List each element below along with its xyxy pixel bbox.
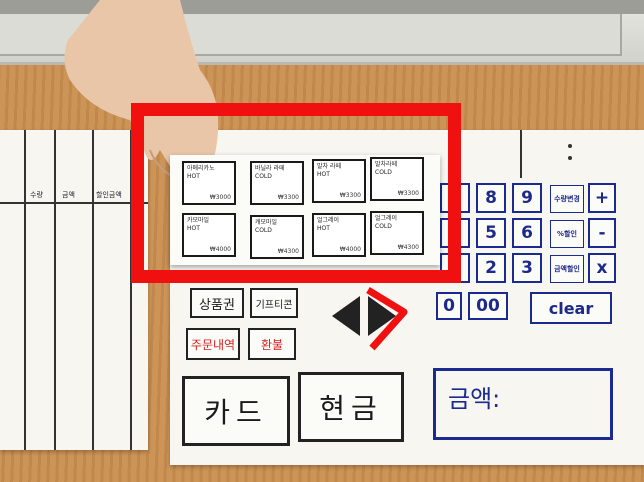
receipt-header-amount: 금액 — [62, 191, 75, 199]
menu-item-price: ₩4000 — [209, 246, 231, 253]
menu-item-temp: HOT — [317, 225, 330, 232]
menu-item-name: 말차 라떼 — [317, 163, 341, 170]
receipt-header-discount: 할인금액 — [96, 191, 122, 199]
receipt-header-qty: 수량 — [30, 191, 43, 199]
menu-item[interactable]: 캐모마일 COLD ₩4300 — [250, 215, 304, 259]
receipt-column-line — [54, 130, 56, 450]
key-9[interactable]: 9 — [512, 183, 542, 213]
key-8[interactable]: 8 — [476, 183, 506, 213]
menu-item-temp: HOT — [317, 171, 330, 178]
highlight-box — [131, 103, 461, 283]
percent-discount-button[interactable]: %할인 — [550, 220, 584, 248]
menu-item-name: 카모마일 — [187, 217, 210, 224]
menu-card: 아메리카노 HOT ₩3000 바닐라 라떼 COLD ₩3300 말차 라떼 … — [170, 155, 440, 265]
menu-item[interactable]: 말차라떼 COLD ₩3300 — [370, 157, 424, 201]
key-5[interactable]: 5 — [476, 218, 506, 248]
key-2[interactable]: 2 — [476, 253, 506, 283]
menu-item[interactable]: 아메리카노 HOT ₩3000 — [182, 161, 236, 205]
key-0[interactable]: 0 — [436, 292, 462, 320]
menu-item-price: ₩3300 — [397, 190, 419, 197]
receipt-column-line — [24, 130, 26, 450]
menu-item-name: 얼그레이 — [375, 215, 398, 222]
voucher-button[interactable]: 상품권 — [190, 288, 244, 318]
menu-item-price: ₩4000 — [339, 246, 361, 253]
menu-item-name: 아메리카노 — [187, 165, 215, 172]
menu-item[interactable]: 말차 라떼 HOT ₩3300 — [312, 159, 366, 203]
menu-item-price: ₩3300 — [277, 194, 299, 201]
cash-payment-button[interactable]: 현금 — [298, 372, 404, 442]
clear-button[interactable]: clear — [530, 292, 612, 324]
refund-button[interactable]: 환불 — [248, 328, 296, 360]
key-6[interactable]: 6 — [512, 218, 542, 248]
qty-change-button[interactable]: 수량변경 — [550, 185, 584, 213]
receipt-sheet: 수량 금액 할인금액 — [0, 130, 148, 450]
key-plus[interactable]: + — [588, 183, 616, 213]
menu-item-name: 말차라떼 — [375, 161, 398, 168]
card-payment-button[interactable]: 카드 — [182, 376, 290, 446]
menu-item[interactable]: 바닐라 라떼 COLD ₩3300 — [250, 161, 304, 205]
previous-page-arrow-icon[interactable] — [332, 296, 360, 336]
menu-item-price: ₩4300 — [397, 244, 419, 251]
menu-item-price: ₩4300 — [277, 248, 299, 255]
receipt-column-line — [130, 130, 132, 450]
receipt-header-rule — [0, 202, 148, 204]
menu-item-name: 얼그레이 — [317, 217, 340, 224]
menu-item-name: 캐모마일 — [255, 219, 278, 226]
menu-item-temp: COLD — [375, 169, 392, 176]
key-3[interactable]: 3 — [512, 253, 542, 283]
menu-item-price: ₩3300 — [339, 192, 361, 199]
dot — [568, 156, 572, 160]
receipt-column-line — [92, 130, 94, 450]
dot — [568, 144, 572, 148]
order-history-button[interactable]: 주문내역 — [186, 328, 240, 360]
menu-item-temp: COLD — [375, 223, 392, 230]
amount-label: 금액: — [448, 385, 501, 413]
red-pointer-icon — [366, 287, 408, 351]
menu-item[interactable]: 카모마일 HOT ₩4000 — [182, 213, 236, 257]
menu-item-price: ₩3000 — [209, 194, 231, 201]
amount-display: 금액: — [433, 368, 613, 440]
menu-item-temp: HOT — [187, 225, 200, 232]
key-minus[interactable]: - — [588, 218, 616, 248]
menu-item[interactable]: 얼그레이 COLD ₩4300 — [370, 211, 424, 255]
menu-item-temp: COLD — [255, 173, 272, 180]
key-multiply[interactable]: x — [588, 253, 616, 283]
gifticon-button[interactable]: 기프티콘 — [250, 288, 298, 318]
menu-item[interactable]: 얼그레이 HOT ₩4000 — [312, 213, 366, 257]
amount-discount-button[interactable]: 금액할인 — [550, 255, 584, 283]
divider-line — [520, 130, 522, 178]
menu-item-temp: HOT — [187, 173, 200, 180]
key-00[interactable]: 00 — [468, 292, 508, 320]
menu-item-name: 바닐라 라떼 — [255, 165, 285, 172]
menu-item-temp: COLD — [255, 227, 272, 234]
